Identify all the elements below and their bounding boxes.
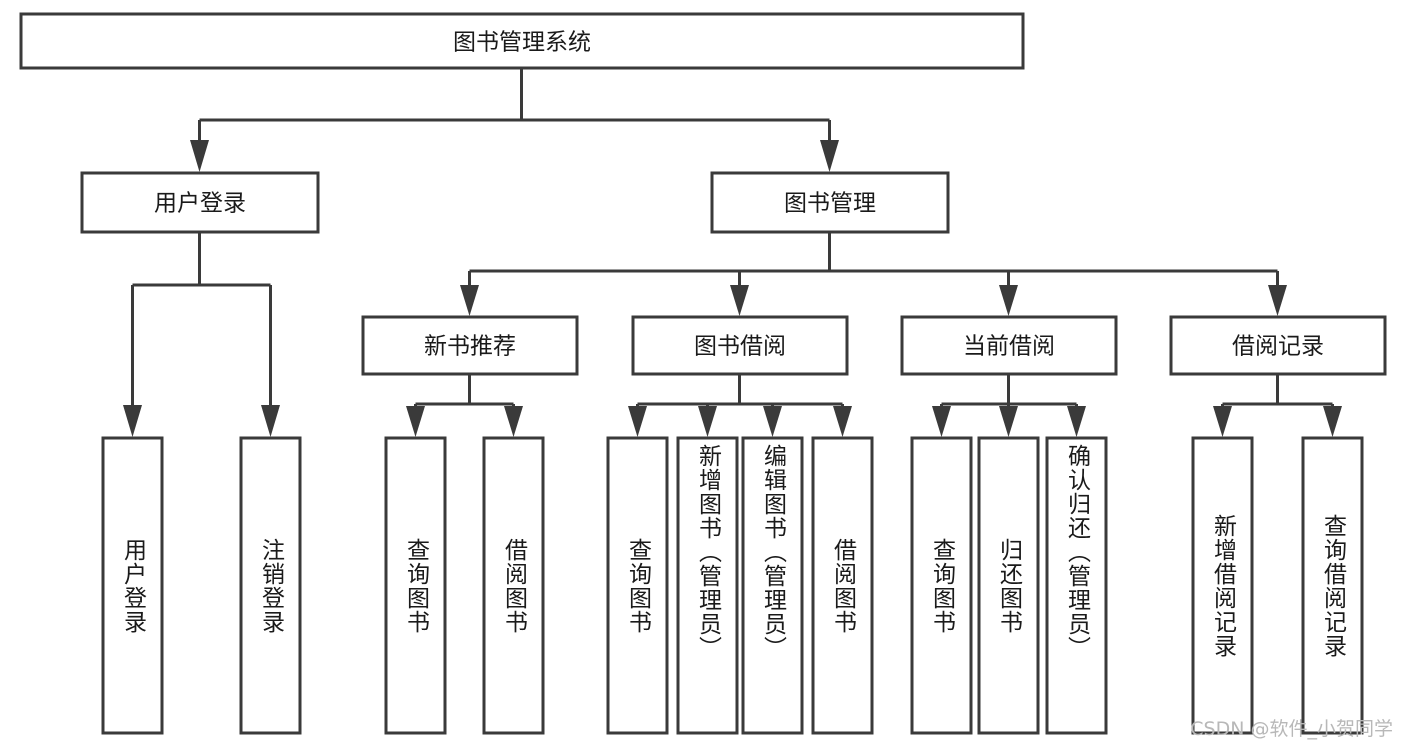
arrow-head-user-login [190,140,209,172]
arrow-head-current-borrow [999,285,1018,316]
node-borrow-record-label: 借阅记录 [1232,334,1324,360]
node-book-management-box[interactable] [710,171,950,234]
connector-group-book-management [460,233,1287,316]
node-new-book-recommend-box[interactable] [361,315,579,376]
connector-group-user-login [123,233,280,437]
arrow-head-leaf-query-book-1 [406,406,425,437]
node-leaf-add-borrow-record-box[interactable] [1191,436,1254,735]
arrow-head-leaf-edit-book [763,406,782,437]
arrow-head-leaf-return-book [999,406,1018,437]
arrow-head-leaf-query-borrow-record [1323,406,1342,437]
node-leaf-borrow-book-2-box[interactable] [811,436,874,735]
arrow-head-leaf-user-login [123,405,142,437]
arrow-head-book-borrow [730,285,749,316]
node-leaf-confirm-return-box[interactable] [1045,436,1108,735]
node-current-borrow-label: 当前借阅 [963,334,1055,360]
node-book-borrow-box[interactable] [631,315,849,376]
node-current-borrow-box[interactable] [900,315,1118,376]
arrow-head-leaf-logout-login [261,405,280,437]
node-leaf-return-book-box[interactable] [977,436,1040,735]
connector-group-borrow-record [1213,375,1342,437]
node-leaf-query-borrow-record-box[interactable] [1301,436,1364,735]
connector-group-current-borrow [932,375,1086,437]
arrow-head-leaf-add-borrow-record [1213,406,1232,437]
arrow-head-leaf-add-book [698,406,717,437]
node-leaf-query-book-3-box[interactable] [910,436,973,735]
arrow-head-new-book-recommend [460,285,479,316]
node-leaf-borrow-book-1-box[interactable] [482,436,545,735]
node-book-management-label: 图书管理 [784,191,876,217]
node-user-login-box[interactable] [80,171,320,234]
arrow-head-leaf-borrow-book-1 [504,406,523,437]
arrow-head-borrow-record [1268,285,1287,316]
arrow-head-book-management [820,140,839,172]
node-leaf-query-book-1-box[interactable] [384,436,447,735]
node-user-login-label: 用户登录 [154,191,246,217]
connector-group-book-borrow [628,375,852,437]
arrow-head-leaf-query-book-3 [932,406,951,437]
node-leaf-user-login-box[interactable] [101,436,164,735]
node-leaf-logout-login-box[interactable] [239,436,302,735]
node-root-box[interactable] [19,12,1025,70]
arrow-head-leaf-confirm-return [1067,406,1086,437]
node-leaf-query-book-2-box[interactable] [606,436,669,735]
node-leaf-add-book-box[interactable] [676,436,739,735]
node-book-borrow-label: 图书借阅 [694,334,786,360]
connector-group-root [190,69,839,172]
node-new-book-recommend-label: 新书推荐 [424,334,516,360]
node-leaf-edit-book-box[interactable] [741,436,804,735]
node-root-label: 图书管理系统 [453,30,591,56]
arrow-head-leaf-borrow-book-2 [833,406,852,437]
arrow-head-leaf-query-book-2 [628,406,647,437]
node-borrow-record-box[interactable] [1169,315,1387,376]
connector-group-new-book-recommend [406,375,523,437]
